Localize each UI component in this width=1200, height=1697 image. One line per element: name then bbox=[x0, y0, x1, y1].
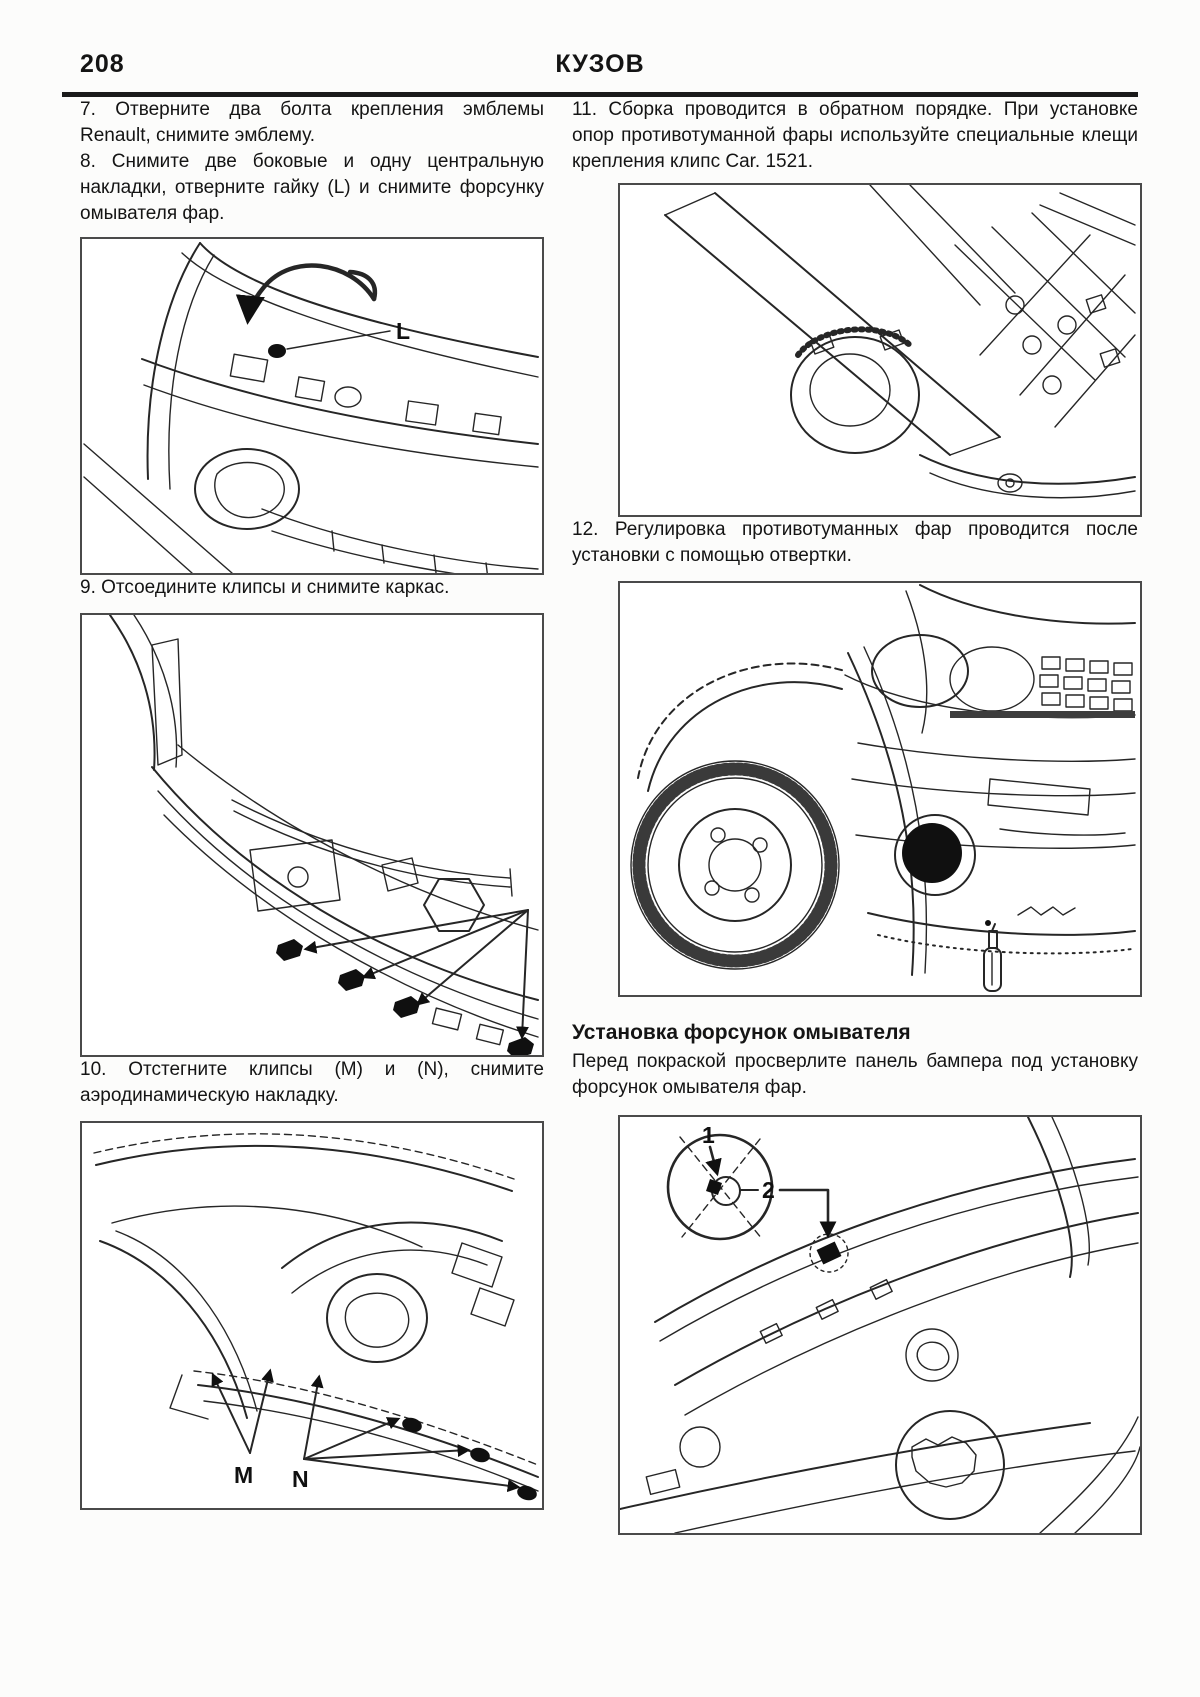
step-9-text: 9. Отсоедините клипсы и снимите каркас. bbox=[80, 577, 450, 598]
label-N: N bbox=[292, 1466, 309, 1492]
label-M: M bbox=[234, 1462, 253, 1488]
step-12-text: 12. Регулировка противотуманных фар пров… bbox=[572, 519, 1138, 566]
step-7-text: 7. Отверните два болта крепления эмблемы… bbox=[80, 99, 544, 146]
washer-section-heading: Установка форсунок омывателя bbox=[572, 1021, 911, 1044]
label-1: 1 bbox=[702, 1122, 715, 1148]
figure-foglight-adjustment bbox=[618, 581, 1142, 997]
page-number: 208 bbox=[80, 50, 125, 78]
figure-washer-nozzle-drill: 1 2 bbox=[618, 1115, 1142, 1535]
washer-section-text: Перед покраской просверлите панель бампе… bbox=[572, 1051, 1138, 1098]
figure-aero-pad-clips: M N bbox=[80, 1121, 544, 1510]
figure-frame-clips bbox=[80, 613, 544, 1057]
step-11-text: 11. Сборка проводится в обратном порядке… bbox=[572, 99, 1138, 172]
aero-pad-drawing: M N bbox=[93, 1133, 539, 1501]
label-L: L bbox=[396, 318, 410, 344]
frame-clips-drawing bbox=[109, 615, 539, 1055]
bumper-nozzle-drawing: L bbox=[83, 242, 539, 573]
content-columns: 7. Отверните два болта крепления эмблемы… bbox=[62, 97, 1142, 1535]
figure-bumper-nozzle: L bbox=[80, 237, 544, 575]
label-2: 2 bbox=[762, 1177, 775, 1203]
foglight-adjustment-drawing bbox=[630, 584, 1136, 992]
left-column: 7. Отверните два болта крепления эмблемы… bbox=[80, 97, 544, 1535]
step-10-text: 10. Отстегните клипсы (М) и (N), снимите… bbox=[80, 1059, 544, 1106]
step-8-text: 8. Снимите две боковые и одну центральну… bbox=[80, 151, 544, 224]
figure-foglight-bracket bbox=[618, 183, 1142, 517]
washer-nozzle-drawing: 1 2 bbox=[620, 1117, 1140, 1533]
header-rule bbox=[62, 92, 1138, 97]
right-column: 11. Сборка проводится в обратном порядке… bbox=[572, 97, 1142, 1535]
page-title: КУЗОВ bbox=[555, 50, 645, 78]
page-header: 208 КУЗОВ bbox=[62, 50, 1138, 90]
foglight-bracket-drawing bbox=[664, 185, 1136, 499]
